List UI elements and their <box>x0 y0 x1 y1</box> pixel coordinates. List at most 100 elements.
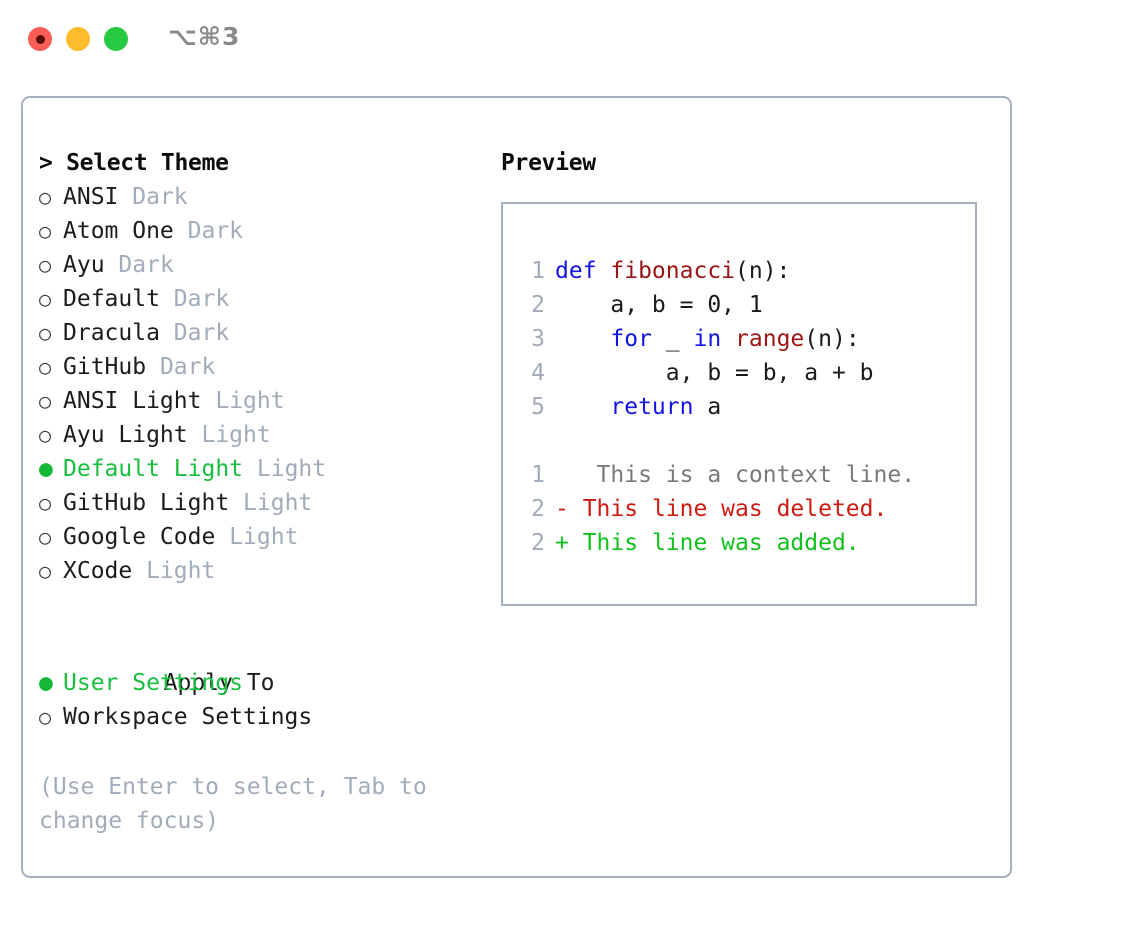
apply-to-item[interactable]: ●User Settings <box>39 666 469 700</box>
code-token: def <box>555 258 611 284</box>
radio-unselected-icon: ○ <box>39 185 52 209</box>
diff-sign <box>555 462 569 488</box>
theme-list-item[interactable]: ○ ANSI Light Light <box>39 384 469 418</box>
theme-gap <box>243 456 257 482</box>
theme-name: Dracula <box>63 320 160 346</box>
line-number: 2 <box>531 496 545 522</box>
apply-to-header-label: Apply To <box>163 670 275 696</box>
theme-gap <box>105 252 119 278</box>
apply-to-list[interactable]: ●User Settings ○ Workspace Settings <box>39 666 469 734</box>
diff-line: 1 This is a context line. <box>517 458 967 492</box>
theme-name: GitHub <box>63 354 147 380</box>
radio-unselected-icon: ○ <box>39 423 52 447</box>
theme-list-item[interactable]: ○GitHub Light Light <box>39 486 469 520</box>
radio-unselected-icon: ○ <box>39 389 52 413</box>
diff-sign: + <box>555 530 569 556</box>
close-button-icon[interactable] <box>28 27 52 51</box>
code-token: a, b = 0, 1 <box>555 292 763 318</box>
code-blank-line <box>517 424 967 458</box>
diff-text: This is a context line. <box>568 462 916 488</box>
code-token: _ <box>651 326 694 352</box>
keyboard-shortcut-label: ⌥⌘3 <box>168 22 241 51</box>
theme-variant-tag: Light <box>146 558 216 584</box>
theme-list-item[interactable]: ○ANSI Dark <box>39 180 469 214</box>
radio-unselected-icon: ○ <box>39 287 52 311</box>
theme-name: Google Code <box>63 524 216 550</box>
code-token: (n): <box>804 326 860 352</box>
theme-gap <box>174 218 188 244</box>
theme-name: Atom One <box>63 218 174 244</box>
line-number: 5 <box>531 394 545 420</box>
theme-gap <box>118 184 132 210</box>
diff-text: This line was added. <box>568 530 860 556</box>
theme-picker-header: > Select Theme <box>39 150 229 176</box>
code-token: return <box>610 394 694 420</box>
theme-variant-tag: Light <box>215 388 285 414</box>
apply-to-item[interactable]: ○ Workspace Settings <box>39 700 469 734</box>
minimize-button-icon[interactable] <box>66 27 90 51</box>
theme-gap <box>146 354 160 380</box>
theme-gap <box>132 558 146 584</box>
theme-variant-tag: Light <box>256 456 327 482</box>
code-token: (n): <box>735 258 791 284</box>
main-panel: > Select Theme ○ANSI Dark○Atom One Dark○… <box>21 96 1012 878</box>
theme-list-item[interactable]: ○Ayu Light Light <box>39 418 469 452</box>
theme-list-item[interactable]: ●Default Light Light <box>39 452 469 486</box>
theme-gap <box>160 320 174 346</box>
theme-variant-tag: Dark <box>159 354 216 380</box>
code-token: fibonacci <box>610 258 736 284</box>
theme-name: Ayu <box>63 252 105 278</box>
radio-unselected-icon: ○ <box>39 219 52 243</box>
theme-name: XCode <box>63 558 133 584</box>
radio-unselected-icon: ○ <box>39 705 52 729</box>
diff-text: This line was deleted. <box>568 496 888 522</box>
theme-name: Ayu Light <box>63 422 188 448</box>
radio-selected-icon: ● <box>39 670 53 696</box>
radio-unselected-icon: ○ <box>39 355 52 379</box>
theme-name: Default <box>63 286 160 312</box>
theme-variant-tag: Light <box>229 524 299 550</box>
code-token <box>721 326 735 352</box>
theme-list-item[interactable]: ○XCode Light <box>39 554 469 588</box>
theme-gap <box>188 422 202 448</box>
apply-to-label: Workspace Settings <box>63 704 313 730</box>
diff-sample: 1 This is a context line.2- This line wa… <box>517 458 967 560</box>
code-token: for <box>610 326 652 352</box>
title-bar: ⌥⌘3 <box>0 0 1140 78</box>
line-number: 1 <box>531 258 545 284</box>
theme-list-item[interactable]: ○Dracula Dark <box>39 316 469 350</box>
code-token <box>555 394 610 420</box>
theme-list-item[interactable]: ○ Atom One Dark <box>39 214 469 248</box>
line-number: 1 <box>531 462 545 488</box>
theme-gap <box>229 490 243 516</box>
diff-line: 2 + This line was added. <box>517 526 967 560</box>
theme-name: ANSI Light <box>63 388 202 414</box>
window-controls <box>28 27 128 51</box>
theme-list[interactable]: ○ANSI Dark○Atom One Dark○Ayu Dark○Defaul… <box>39 180 469 588</box>
radio-unselected-icon: ○ <box>39 525 52 549</box>
code-line: 5 return a <box>517 390 967 424</box>
spacer <box>39 734 469 770</box>
theme-variant-tag: Dark <box>118 252 174 278</box>
theme-list-item[interactable]: ○ Default Dark <box>39 282 469 316</box>
theme-variant-tag: Dark <box>187 218 244 244</box>
line-number: 2 <box>531 530 545 556</box>
maximize-button-icon[interactable] <box>104 27 128 51</box>
code-line: 2 a, b = 0, 1 <box>517 288 967 322</box>
theme-list-item[interactable]: ○ GitHub Dark <box>39 350 469 384</box>
line-number: 4 <box>531 360 545 386</box>
code-token: a <box>693 394 722 420</box>
theme-gap <box>160 286 174 312</box>
code-token <box>555 326 610 352</box>
spacer <box>39 588 469 632</box>
radio-unselected-icon: ○ <box>39 491 52 515</box>
code-line: 1 def fibonacci(n): <box>517 254 967 288</box>
theme-list-item[interactable]: ○ Google Code Light <box>39 520 469 554</box>
theme-variant-tag: Dark <box>173 286 230 312</box>
theme-variant-tag: Light <box>243 490 313 516</box>
theme-list-item[interactable]: ○Ayu Dark <box>39 248 469 282</box>
